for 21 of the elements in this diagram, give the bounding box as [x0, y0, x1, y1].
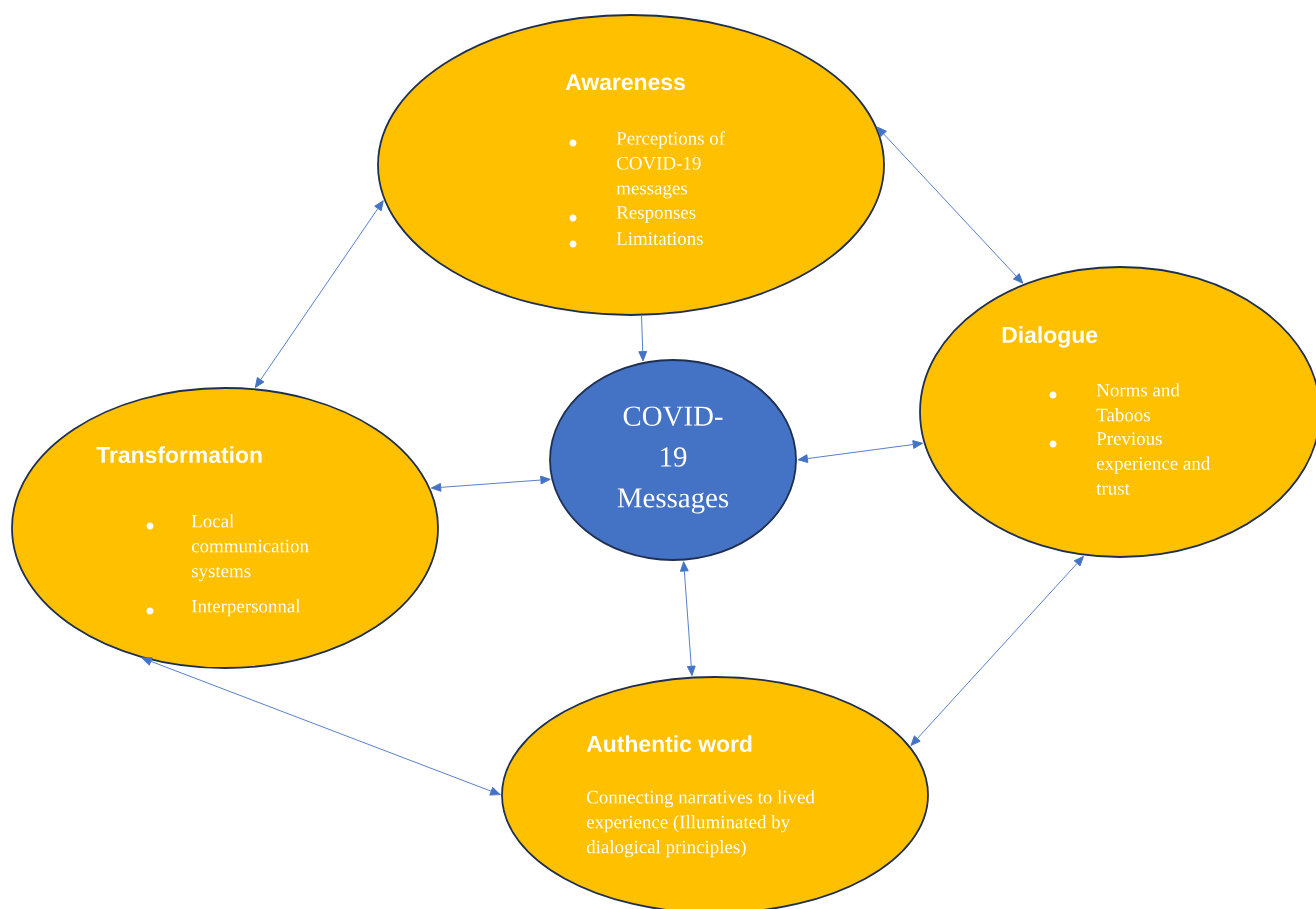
node-label: COVID-19 Messages [617, 406, 729, 514]
double-arrow [910, 556, 1084, 746]
double-arrow [797, 440, 923, 463]
bullet-item: Previous experience and trust [1049, 432, 1211, 495]
bullet-item: Responses [569, 206, 696, 223]
double-arrow [254, 200, 384, 388]
bullet-item: Limitations [569, 232, 703, 248]
double-arrow [430, 475, 551, 492]
bullet-item: Local communication systems [146, 514, 309, 582]
double-arrow [679, 561, 696, 677]
heading: Awareness [565, 74, 685, 91]
heading: Authentic word [586, 735, 752, 753]
arrow [638, 315, 648, 362]
double-arrow [876, 126, 1024, 284]
heading: Dialogue [1002, 326, 1098, 348]
bullet-item: Perceptions of COVID-19 messages [569, 131, 726, 199]
double-arrow [141, 657, 501, 796]
bullet-item: Norms and Taboos [1049, 383, 1180, 422]
heading: Transformation [96, 446, 262, 464]
bullet-item: Interpersonnal [146, 599, 301, 617]
body-text: Connecting narratives to lived experience (Illuminated by dialogical principles) [586, 790, 815, 858]
